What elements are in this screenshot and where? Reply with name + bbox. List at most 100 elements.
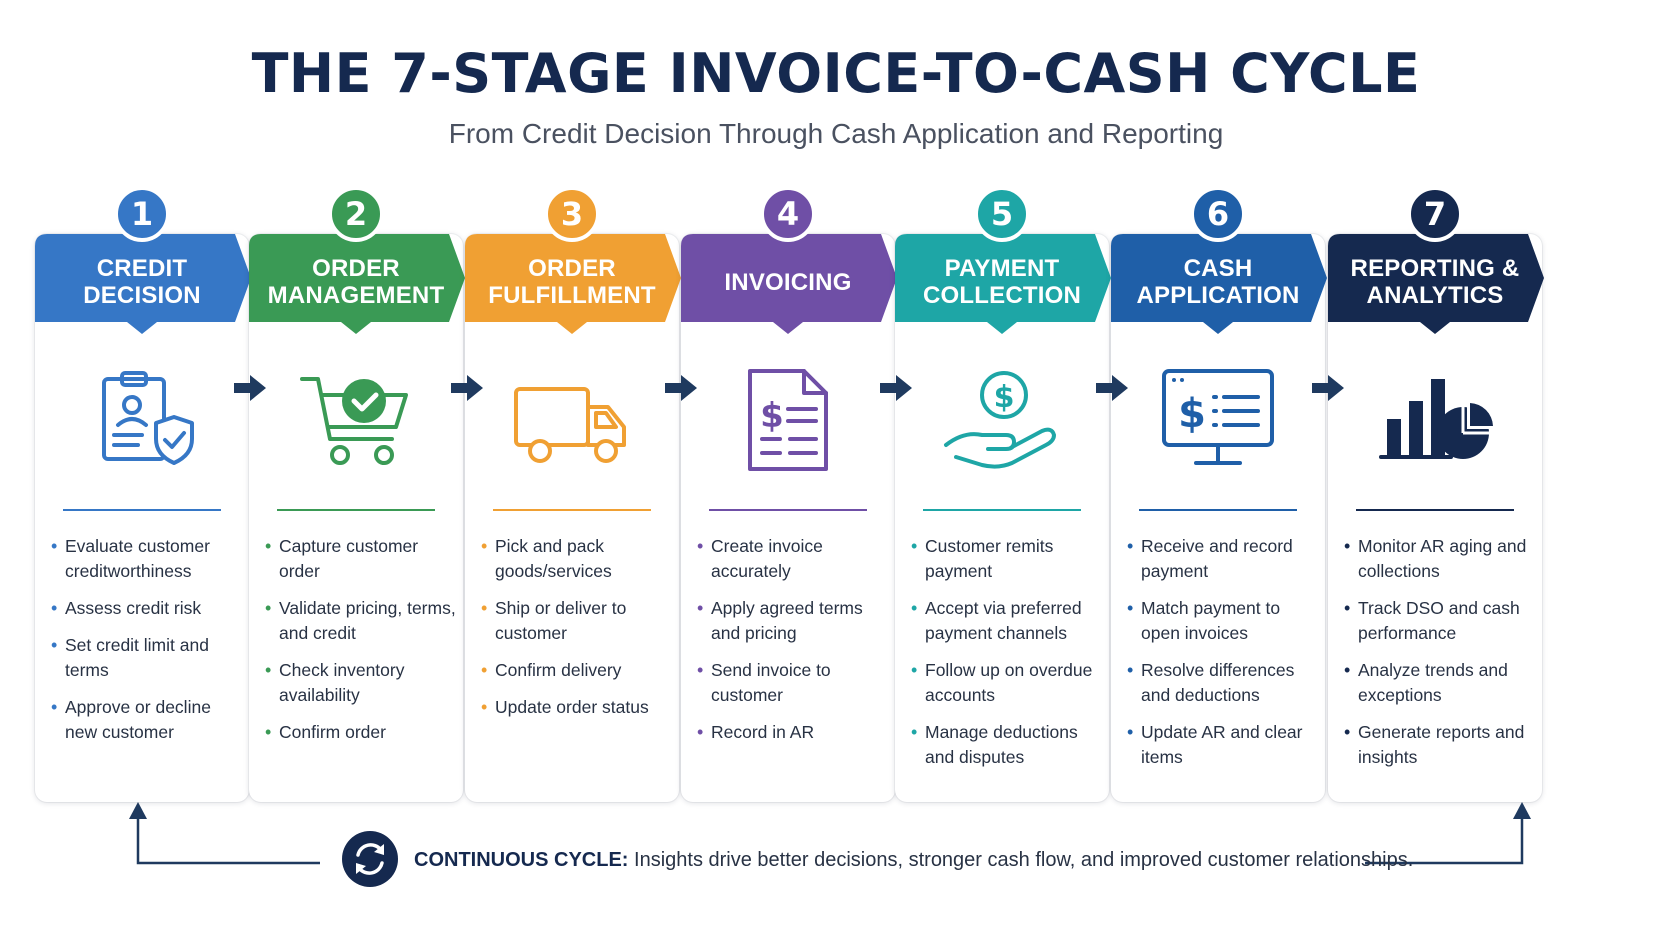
stage-bullet-text: Update AR and clear items: [1141, 722, 1303, 767]
stage-divider: [1356, 509, 1514, 511]
stage-card-6: CASH APPLICATION 6 $ •: [1111, 180, 1327, 802]
stage-title: INVOICING: [724, 268, 852, 296]
stage-title: ORDER MANAGEMENT: [267, 255, 445, 309]
stage-title: CASH APPLICATION: [1136, 255, 1300, 309]
bullet-dot: •: [911, 598, 918, 618]
stage-bullet-item: • Ship or deliver to customer: [481, 596, 673, 646]
stage-bullet-item: • Resolve differences and deductions: [1127, 658, 1319, 708]
svg-text:$: $: [760, 396, 784, 436]
stage-bullet-item: • Confirm delivery: [481, 658, 673, 683]
stage-bullet-item: • Monitor AR aging and collections: [1344, 534, 1536, 584]
stage-bullet-text: Confirm order: [279, 722, 386, 742]
stage-bullet-text: Capture customer order: [279, 536, 419, 581]
bullet-dot: •: [481, 697, 488, 717]
flow-arrow-icon: [880, 375, 912, 401]
stage-bullet-item: • Analyze trends and exceptions: [1344, 658, 1536, 708]
stage-divider: [923, 509, 1081, 511]
stage-bullet-item: • Customer remits payment: [911, 534, 1103, 584]
page-title: THE 7-STAGE INVOICE-TO-CASH CYCLE: [251, 42, 1421, 105]
bullet-dot: •: [697, 536, 704, 556]
page-subtitle: From Credit Decision Through Cash Applic…: [448, 118, 1224, 149]
svg-text:$: $: [1178, 391, 1206, 437]
bullet-dot: •: [265, 598, 272, 618]
stage-bullet-text: Pick and pack goods/services: [495, 536, 612, 581]
bullet-dot: •: [481, 598, 488, 618]
stage-divider: [277, 509, 435, 511]
stage-title: CREDIT DECISION: [83, 255, 201, 309]
stage-bullet-text: Match payment to open invoices: [1141, 598, 1281, 643]
stage-bullet-list: • Customer remits payment • Accept via p…: [911, 534, 1103, 782]
stage-header-banner: [681, 234, 897, 334]
stage-bullet-list: • Create invoice accurately • Apply agre…: [697, 534, 889, 757]
stage-bullet-list: • Evaluate customer creditworthiness • A…: [51, 534, 243, 757]
stage-header-banner: [1111, 234, 1327, 334]
stage-bullet-text: Set credit limit and terms: [65, 635, 209, 680]
stage-bullet-item: • Manage deductions and disputes: [911, 720, 1103, 770]
bullet-dot: •: [911, 660, 918, 680]
bullet-dot: •: [1127, 536, 1134, 556]
stage-bullet-list: • Pick and pack goods/services • Ship or…: [481, 534, 673, 732]
stage-bullet-item: • Capture customer order: [265, 534, 457, 584]
stage-header-banner: [1328, 234, 1544, 334]
stage-bullet-item: • Check inventory availability: [265, 658, 457, 708]
stage-bullet-text: Approve or decline new customer: [65, 697, 211, 742]
stage-bullet-text: Receive and record payment: [1141, 536, 1293, 581]
stage-card-5: PAYMENT COLLECTION 5 $ • Customer remits…: [895, 180, 1111, 802]
bar-pie-chart-icon: [1375, 365, 1495, 475]
stage-bullet-item: • Accept via preferred payment channels: [911, 596, 1103, 646]
bullet-dot: •: [51, 635, 58, 655]
bullet-dot: •: [697, 660, 704, 680]
stage-bullet-text: Validate pricing, terms, and credit: [279, 598, 456, 643]
stage-bullet-item: • Follow up on overdue accounts: [911, 658, 1103, 708]
stage-bullet-text: Record in AR: [711, 722, 815, 742]
stage-number-badge: 4: [760, 186, 816, 242]
stage-bullet-text: Apply agreed terms and pricing: [711, 598, 863, 643]
stage-number-badge: 2: [328, 186, 384, 242]
hand-coin-icon: $: [942, 365, 1062, 475]
stage-bullet-list: • Receive and record payment • Match pay…: [1127, 534, 1319, 782]
stage-number-badge: 7: [1407, 186, 1463, 242]
bullet-dot: •: [697, 722, 704, 742]
bullet-dot: •: [265, 536, 272, 556]
stage-number: 6: [1206, 195, 1230, 233]
stage-bullet-text: Customer remits payment: [925, 536, 1054, 581]
stage-bullet-item: • Update AR and clear items: [1127, 720, 1319, 770]
bullet-dot: •: [481, 536, 488, 556]
bullet-dot: •: [697, 598, 704, 618]
stage-bullet-item: • Assess credit risk: [51, 596, 243, 621]
bullet-dot: •: [1344, 722, 1351, 742]
bullet-dot: •: [911, 536, 918, 556]
stage-number: 5: [990, 195, 1014, 233]
stage-bullet-item: • Validate pricing, terms, and credit: [265, 596, 457, 646]
stage-divider: [493, 509, 651, 511]
stage-bullet-item: • Receive and record payment: [1127, 534, 1319, 584]
svg-text:$: $: [994, 380, 1015, 415]
continuous-cycle-text: Insights drive better decisions, stronge…: [634, 849, 1414, 871]
bullet-dot: •: [1127, 722, 1134, 742]
stage-bullet-text: Follow up on overdue accounts: [925, 660, 1093, 705]
monitor-dollar-icon: $: [1158, 365, 1278, 475]
stage-number: 2: [344, 195, 368, 233]
flow-arrow-icon: [234, 375, 266, 401]
stage-bullet-item: • Create invoice accurately: [697, 534, 889, 584]
bullet-dot: •: [1344, 598, 1351, 618]
stage-bullet-item: • Generate reports and insights: [1344, 720, 1536, 770]
stage-divider: [1139, 509, 1297, 511]
stage-number: 3: [560, 195, 584, 233]
stage-bullet-text: Track DSO and cash performance: [1358, 598, 1520, 643]
stage-header-banner: [249, 234, 465, 334]
stage-bullet-list: • Capture customer order • Validate pric…: [265, 534, 457, 757]
stage-bullet-text: Send invoice to customer: [711, 660, 831, 705]
stage-bullet-text: Update order status: [495, 697, 649, 717]
invoice-document-icon: $: [728, 365, 848, 475]
stage-bullet-item: • Set credit limit and terms: [51, 633, 243, 683]
stage-bullet-text: Confirm delivery: [495, 660, 622, 680]
stage-bullet-text: Create invoice accurately: [711, 536, 823, 581]
refresh-cycle-icon: [342, 831, 398, 887]
stage-bullet-list: • Monitor AR aging and collections • Tra…: [1344, 534, 1536, 782]
stage-bullet-item: • Record in AR: [697, 720, 889, 745]
cart-check-icon: [296, 365, 416, 475]
stage-bullet-item: • Confirm order: [265, 720, 457, 745]
flow-arrow-icon: [1096, 375, 1128, 401]
stage-number-badge: 3: [544, 186, 600, 242]
